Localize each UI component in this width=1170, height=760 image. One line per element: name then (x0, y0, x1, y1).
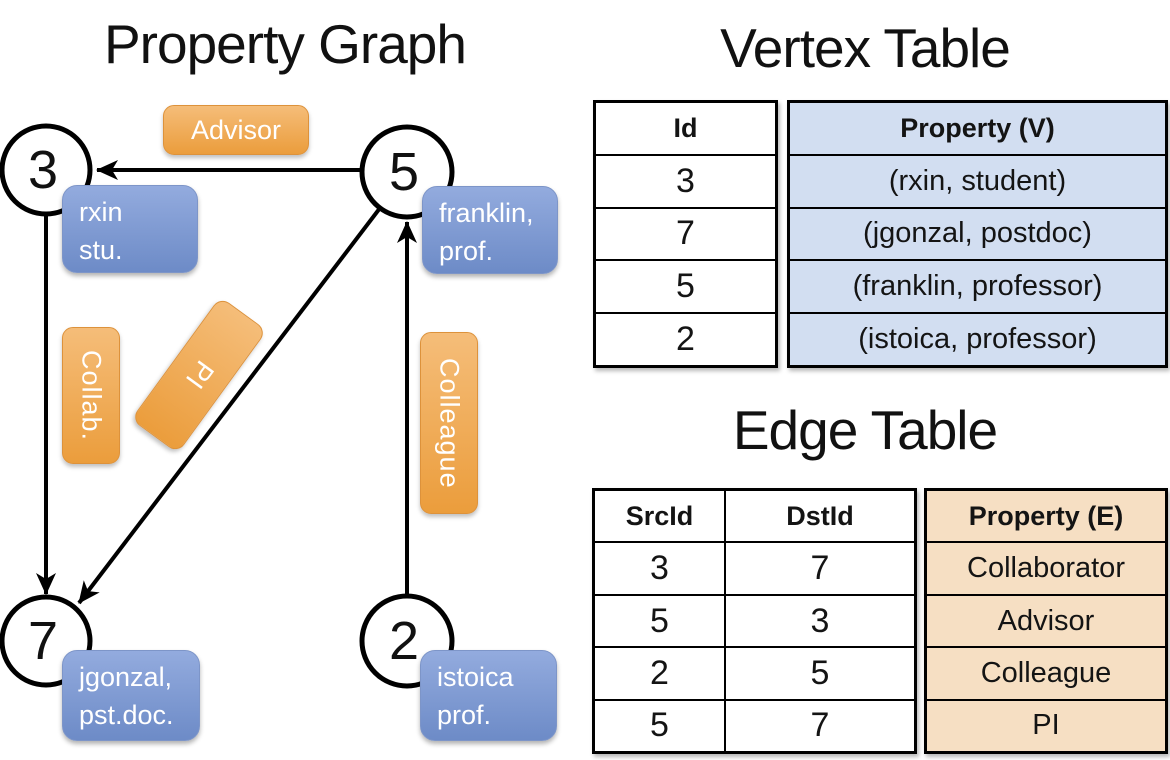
node-id-2: 2 (388, 611, 420, 671)
edge-dstid-cell: 3 (810, 601, 830, 640)
node-id-5: 5 (388, 142, 420, 202)
vertex-label-5-line2: prof. (439, 236, 494, 266)
edge-srcid-cell: 5 (595, 595, 726, 647)
vertex-property-cell: (jgonzal, postdoc) (790, 206, 1165, 260)
edge-srcid-cell: 5 (595, 700, 726, 752)
vertex-id-header: Id (673, 112, 698, 143)
vertex-table-title: Vertex Table (720, 17, 1011, 79)
vertex-id-cell: 2 (596, 312, 775, 365)
vertex-label-2: istoica prof. (420, 650, 557, 741)
vertex-property-header: Property (V) (900, 112, 1055, 143)
edge-label-advisor-text: Advisor (190, 114, 282, 145)
edge-table-property-column: Property (E) Collaborator Advisor Collea… (924, 488, 1168, 754)
vertex-label-7: jgonzal, pst.doc. (62, 650, 200, 741)
edge-property-header: Property (E) (968, 500, 1124, 531)
edge-label-advisor: Advisor (163, 105, 309, 155)
node-id-7: 7 (27, 611, 59, 671)
vertex-table-property-column: Property (V) (rxin, student) (jgonzal, p… (787, 100, 1168, 368)
vertex-id-cell: 3 (596, 153, 775, 207)
edge-dstid-cell: 5 (810, 653, 830, 692)
property-graph-title: Property Graph (103, 13, 467, 75)
vertex-label-3-line2: stu. (79, 235, 123, 265)
edge-property-cell: Collaborator (927, 541, 1165, 593)
vertex-label-7-line2: pst.doc. (79, 700, 174, 730)
edge-label-colleague-text: Colleague (434, 357, 465, 489)
edge-srcid-header: SrcId (595, 491, 726, 542)
edge-property-cell: Colleague (927, 646, 1165, 698)
edge-property-cell: PI (927, 698, 1165, 751)
vertex-id-cell: 7 (596, 206, 775, 260)
edge-srcid-cell: 2 (595, 648, 726, 699)
vertex-label-7-line1: jgonzal, (79, 662, 173, 692)
edge-label-collab: Collab. (62, 327, 120, 464)
edge-label-collab-text: Collab. (76, 349, 107, 442)
vertex-property-cell: (istoica, professor) (790, 312, 1165, 365)
edge-property-cell: Advisor (927, 593, 1165, 646)
vertex-label-3: rxin stu. (62, 185, 198, 273)
edge-dstid-header: DstId (786, 500, 854, 531)
edge-dstid-cell: 7 (810, 706, 830, 745)
edge-label-pi-text: PI (179, 355, 220, 396)
vertex-label-2-line1: istoica (437, 662, 514, 692)
vertex-label-5: franklin, prof. (422, 186, 558, 274)
vertex-id-cell: 5 (596, 259, 775, 312)
edge-table-id-columns: SrcId DstId 3 7 5 3 2 5 5 7 (592, 488, 917, 754)
edge-arrow-5-to-7 (77, 206, 382, 605)
edge-table-title: Edge Table (732, 399, 998, 461)
vertex-property-cell: (rxin, student) (790, 153, 1165, 207)
edge-label-colleague: Colleague (420, 332, 478, 514)
vertex-label-2-line2: prof. (437, 700, 492, 730)
vertex-property-cell: (franklin, professor) (790, 259, 1165, 312)
vertex-label-3-line1: rxin (79, 197, 123, 227)
node-id-3: 3 (27, 140, 59, 200)
edge-srcid-cell: 3 (595, 543, 726, 594)
edge-dstid-cell: 7 (810, 549, 830, 588)
vertex-label-5-line1: franklin, (439, 198, 534, 228)
vertex-table-id-column: Id 3 7 5 2 (593, 100, 778, 368)
